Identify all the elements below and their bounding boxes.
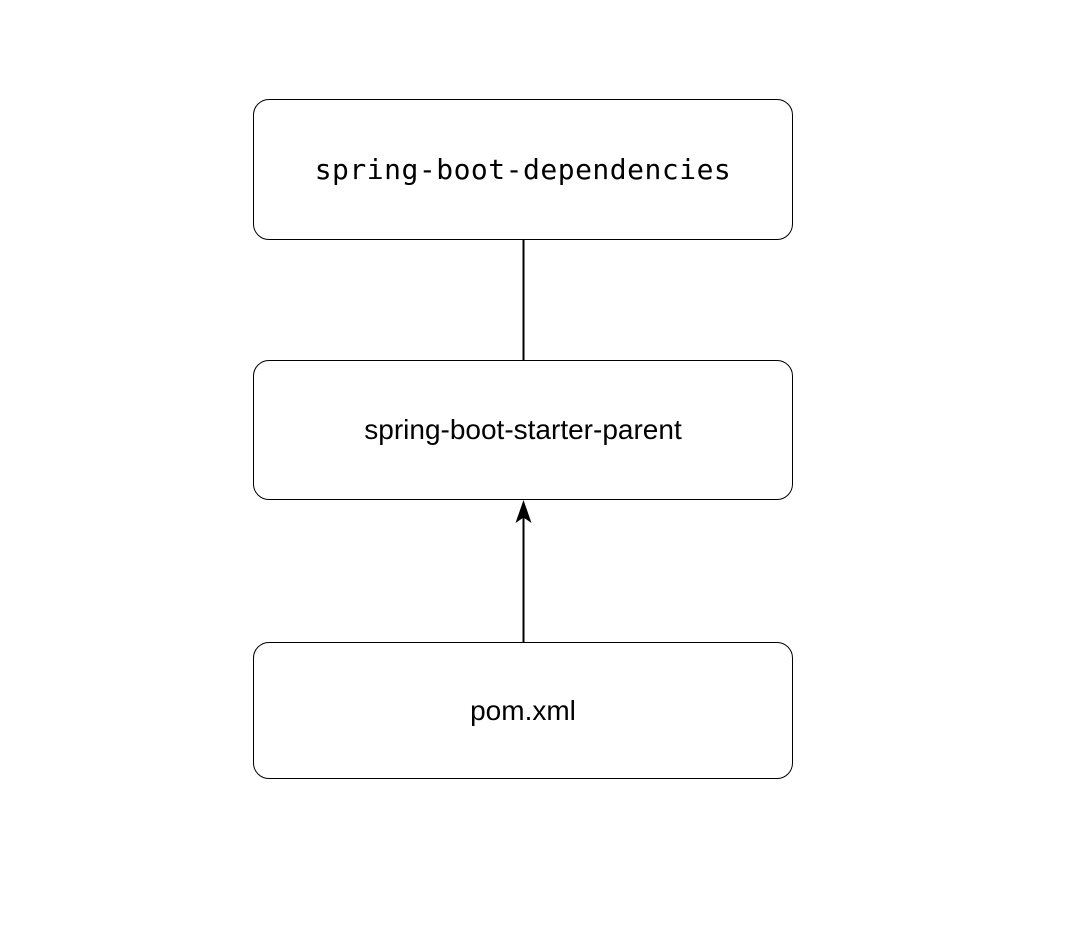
node-pom-xml: pom.xml bbox=[253, 642, 793, 779]
node-pom-xml-label: pom.xml bbox=[470, 694, 576, 726]
node-spring-boot-starter-parent: spring-boot-starter-parent bbox=[253, 360, 793, 500]
node-spring-boot-dependencies: spring-boot-dependencies bbox=[253, 99, 793, 240]
node-spring-boot-starter-parent-label: spring-boot-starter-parent bbox=[364, 414, 682, 445]
node-spring-boot-dependencies-label: spring-boot-dependencies bbox=[314, 152, 732, 186]
arrowhead-up-icon bbox=[515, 500, 532, 523]
